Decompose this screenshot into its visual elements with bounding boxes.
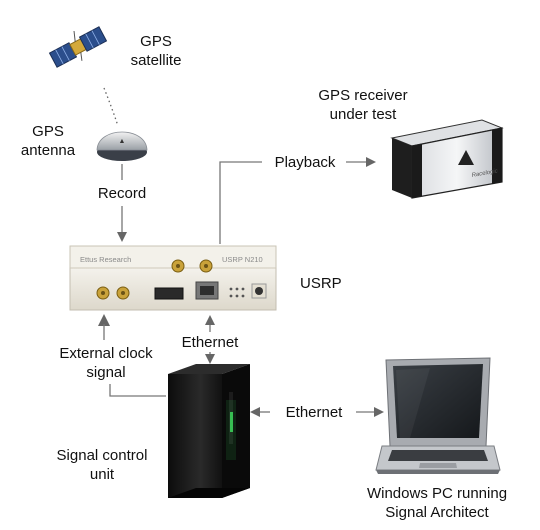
playback-label: Playback [274,154,336,171]
power-jack-icon [251,283,267,299]
signal-control-tower [168,364,250,498]
sma-connector-icon [199,259,213,273]
mimo-port-icon [154,287,184,300]
power-light-icon [230,412,233,432]
gps-receiver-device: Racelogic [390,119,504,199]
clock-line-lower [109,384,166,397]
signal-dotted-line [103,87,119,127]
clock-arrowhead-icon [98,314,110,326]
up-arrowhead-icon [205,315,215,325]
record-label: Record [97,185,147,202]
racelogic-logo-icon [458,150,474,165]
usrp-label: USRP [300,275,342,292]
ethernet-label-vertical: Ethernet [181,334,239,351]
ethernet-label-horizontal: Ethernet [285,404,343,421]
sma-connector-icon [171,259,185,273]
usrp-model: USRP N210 [222,255,263,264]
left-arrowhead-icon [250,407,260,417]
gps-antenna-icon: ▲ [96,131,148,161]
laptop-icon [375,357,501,474]
sma-connector-icon [96,286,110,300]
usrp-brand: Ettus Research [80,255,131,264]
svg-text:▲: ▲ [119,138,126,145]
gps-satellite-icon [48,26,108,68]
sma-connector-icon [116,286,130,300]
receiver-brand: Racelogic [471,168,498,178]
playback-line [219,161,262,244]
status-leds-icon [229,287,245,298]
usrp-device: Ettus Research USRP N210 [69,245,277,311]
